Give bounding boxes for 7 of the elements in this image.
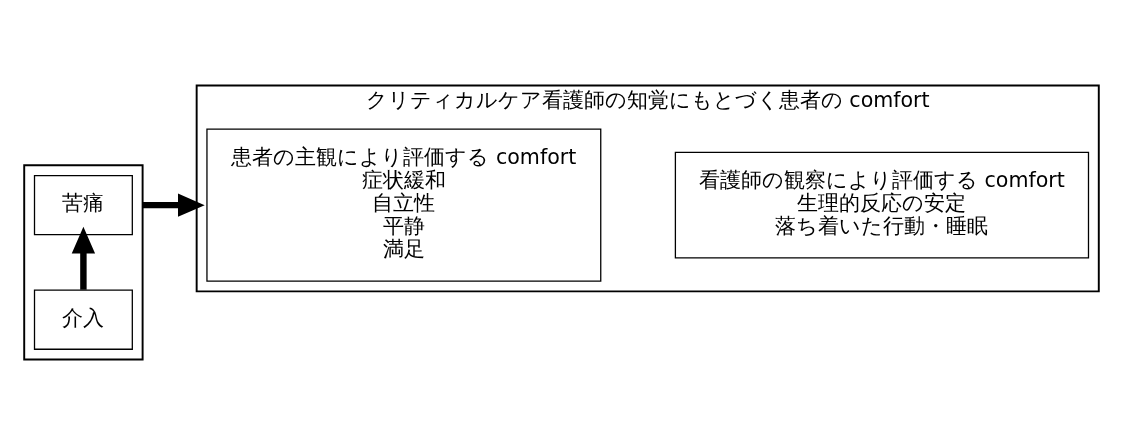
arrow — [71, 226, 96, 290]
node-box: 患者の主観により評価する comfort 症状緩和 自立性 平静 満足 — [206, 128, 602, 282]
node-box: 苦痛 — [33, 174, 133, 235]
arrow — [142, 192, 205, 217]
cluster — [23, 163, 144, 361]
node-box: 介入 — [33, 288, 133, 350]
node-box: 看護師の観察により評価する comfort 生理的反応の安定 落ち着いた行動・睡眠 — [674, 151, 1090, 259]
